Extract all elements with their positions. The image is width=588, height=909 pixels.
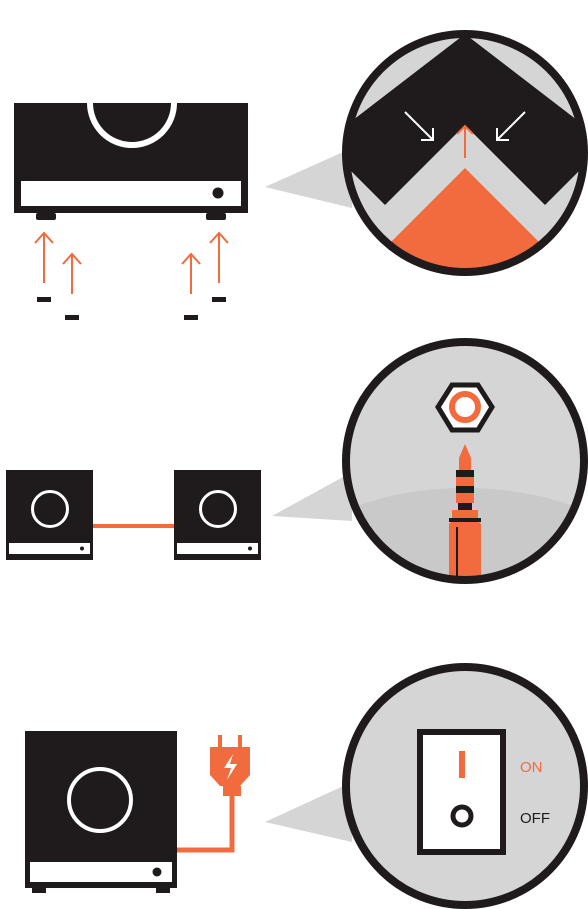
rocker-switch-icon[interactable]: [417, 729, 506, 855]
step-feet: [14, 30, 588, 320]
zoom-callout: [265, 148, 352, 208]
switch-off-label: OFF: [520, 810, 550, 827]
magnifier-feet: [342, 30, 588, 276]
power-plug-icon: [210, 735, 250, 796]
arrow-up-icon: [34, 231, 229, 294]
magnifier-power: ON OFF: [342, 663, 588, 909]
subwoofer-icon: [25, 731, 177, 893]
subwoofer-icon: [14, 102, 248, 220]
subwoofer-icon: [6, 470, 93, 560]
audio-jack-icon: [435, 382, 495, 580]
power-cord: [176, 795, 235, 853]
subwoofer-icon: [174, 470, 261, 560]
step-power: ON OFF: [25, 663, 588, 909]
loose-feet: [37, 297, 226, 320]
zoom-callout: [265, 782, 352, 842]
switch-on-label: ON: [520, 759, 543, 776]
zoom-callout: [272, 472, 352, 521]
